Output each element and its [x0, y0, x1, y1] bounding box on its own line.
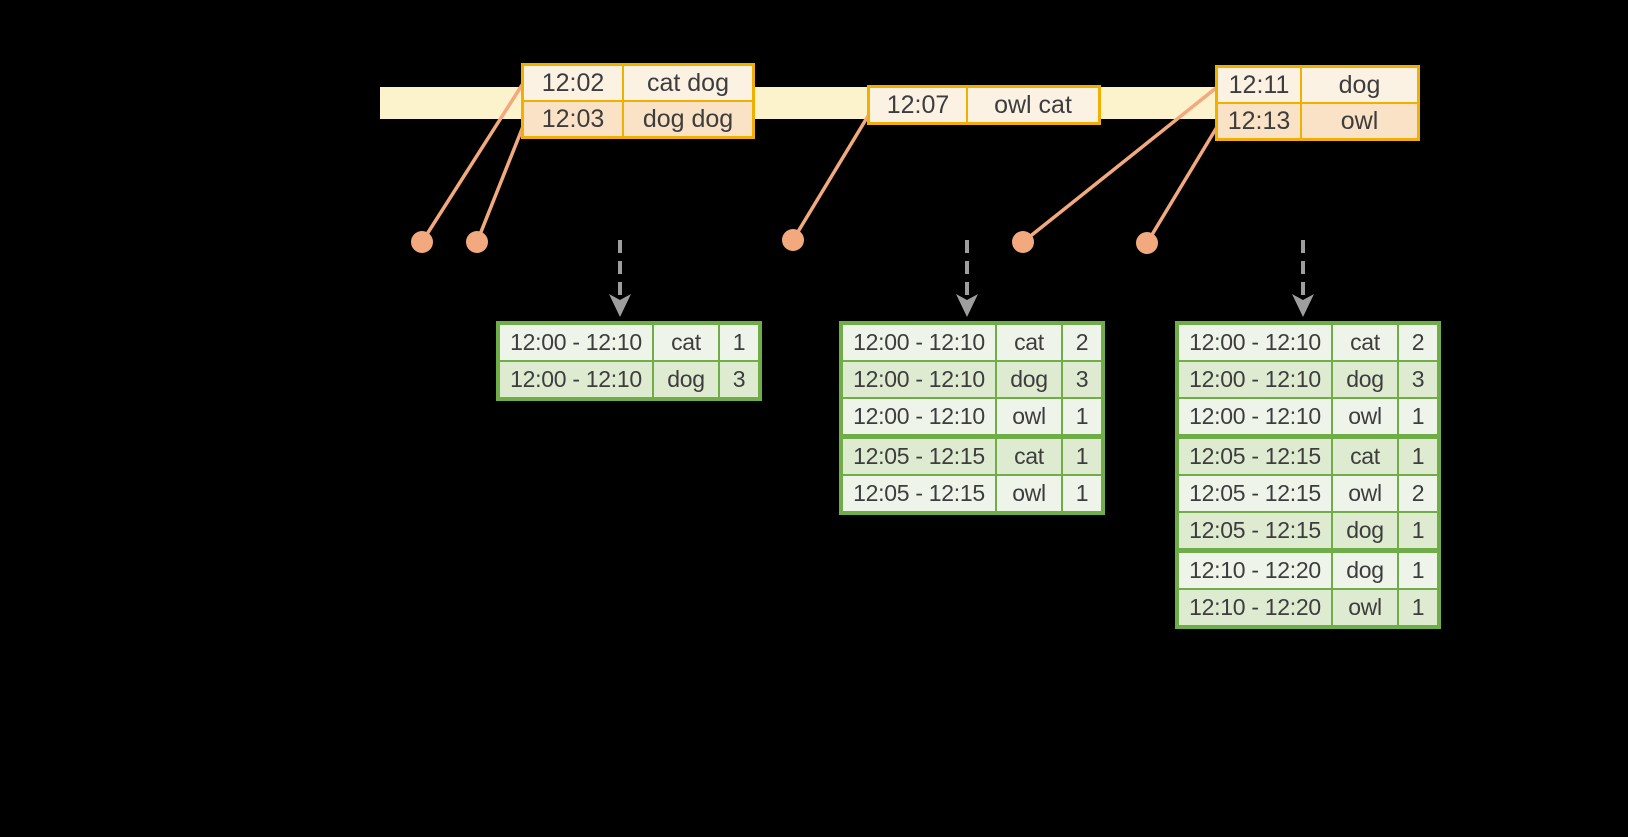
result-window-cell: 12:00 - 12:10 [497, 360, 654, 400]
event-words-cell: owl cat [966, 85, 1101, 125]
result-window-cell: 12:00 - 12:10 [1176, 397, 1333, 438]
event-row: 12:11 dog [1215, 65, 1420, 104]
result-row: 12:00 - 12:10 cat 2 [1176, 322, 1440, 362]
event-connector-line [791, 114, 870, 242]
event-dot [411, 231, 433, 253]
result-row: 12:00 - 12:10 cat 1 [497, 322, 761, 362]
result-window-cell: 12:10 - 12:20 [1176, 548, 1333, 590]
result-count-cell: 2 [1397, 322, 1440, 362]
event-dot [782, 229, 804, 251]
event-dot [1136, 232, 1158, 254]
result-word-cell: dog [995, 360, 1063, 399]
event-words-cell: dog [1300, 65, 1420, 104]
result-count-cell: 1 [1397, 397, 1440, 438]
result-window-cell: 12:00 - 12:10 [497, 322, 654, 362]
result-count-cell: 1 [1397, 548, 1440, 590]
result-word-cell: cat [995, 434, 1063, 476]
result-row: 12:00 - 12:10 dog 3 [497, 360, 761, 400]
result-row: 12:00 - 12:10 owl 1 [1176, 397, 1440, 438]
result-count-cell: 1 [1061, 434, 1104, 476]
event-row: 12:13 owl [1215, 102, 1420, 141]
result-word-cell: dog [1331, 548, 1399, 590]
event-time-cell: 12:07 [867, 85, 968, 125]
result-word-cell: cat [995, 322, 1063, 362]
result-window-cell: 12:05 - 12:15 [840, 474, 997, 514]
result-count-cell: 1 [1397, 434, 1440, 476]
result-window-cell: 12:05 - 12:15 [1176, 511, 1333, 552]
result-row: 12:00 - 12:10 dog 3 [840, 360, 1104, 399]
result-count-cell: 1 [718, 322, 761, 362]
result-window-cell: 12:00 - 12:10 [1176, 360, 1333, 399]
result-window-cell: 12:00 - 12:10 [840, 397, 997, 438]
event-time-cell: 12:03 [521, 100, 624, 139]
result-row: 12:10 - 12:20 dog 1 [1176, 548, 1440, 590]
event-connector-line [420, 83, 524, 244]
event-connector-line [1145, 125, 1219, 245]
result-count-cell: 2 [1061, 322, 1104, 362]
result-word-cell: owl [1331, 397, 1399, 438]
result-window-cell: 12:00 - 12:10 [840, 360, 997, 399]
result-word-cell: owl [1331, 588, 1399, 628]
event-words-cell: dog dog [622, 100, 755, 139]
result-row: 12:00 - 12:10 owl 1 [840, 397, 1104, 438]
result-word-cell: cat [1331, 322, 1399, 362]
window-trigger-arrowhead-icon [956, 294, 978, 317]
result-word-cell: dog [652, 360, 720, 400]
event-row: 12:07 owl cat [867, 85, 1101, 125]
result-window-cell: 12:05 - 12:15 [1176, 474, 1333, 513]
result-window-cell: 12:05 - 12:15 [840, 434, 997, 476]
event-words-cell: cat dog [622, 63, 755, 102]
event-connector-line [1021, 86, 1218, 244]
window-trigger-arrowhead-icon [1292, 294, 1314, 317]
result-count-cell: 1 [1397, 588, 1440, 628]
result-row: 12:10 - 12:20 owl 1 [1176, 588, 1440, 628]
event-time-cell: 12:02 [521, 63, 624, 102]
result-table-1: 12:00 - 12:10 cat 1 12:00 - 12:10 dog 3 [496, 321, 762, 401]
result-word-cell: cat [1331, 434, 1399, 476]
result-count-cell: 1 [1061, 397, 1104, 438]
event-dot [466, 231, 488, 253]
event-time-cell: 12:13 [1215, 102, 1302, 141]
result-row: 12:05 - 12:15 cat 1 [840, 434, 1104, 476]
result-word-cell: owl [995, 397, 1063, 438]
event-table-1: 12:02 cat dog 12:03 dog dog [521, 63, 755, 139]
result-row: 12:05 - 12:15 owl 2 [1176, 474, 1440, 513]
result-row: 12:05 - 12:15 owl 1 [840, 474, 1104, 514]
result-table-3: 12:00 - 12:10 cat 2 12:00 - 12:10 dog 3 … [1175, 321, 1441, 629]
result-window-cell: 12:05 - 12:15 [1176, 434, 1333, 476]
result-count-cell: 3 [718, 360, 761, 400]
event-table-3: 12:11 dog 12:13 owl [1215, 65, 1420, 141]
event-words-cell: owl [1300, 102, 1420, 141]
result-row: 12:05 - 12:15 cat 1 [1176, 434, 1440, 476]
result-row: 12:05 - 12:15 dog 1 [1176, 511, 1440, 552]
event-row: 12:02 cat dog [521, 63, 755, 102]
event-dot [1012, 231, 1034, 253]
event-row: 12:03 dog dog [521, 100, 755, 139]
event-table-2: 12:07 owl cat [867, 85, 1101, 125]
result-word-cell: dog [1331, 511, 1399, 552]
window-trigger-arrowhead-icon [609, 294, 631, 317]
result-table-2: 12:00 - 12:10 cat 2 12:00 - 12:10 dog 3 … [839, 321, 1105, 515]
result-window-cell: 12:00 - 12:10 [840, 322, 997, 362]
result-count-cell: 1 [1061, 474, 1104, 514]
event-time-cell: 12:11 [1215, 65, 1302, 104]
result-row: 12:00 - 12:10 cat 2 [840, 322, 1104, 362]
result-word-cell: cat [652, 322, 720, 362]
result-row: 12:00 - 12:10 dog 3 [1176, 360, 1440, 399]
result-word-cell: dog [1331, 360, 1399, 399]
result-word-cell: owl [1331, 474, 1399, 513]
event-connector-line [475, 122, 526, 244]
result-word-cell: owl [995, 474, 1063, 514]
result-count-cell: 1 [1397, 511, 1440, 552]
result-count-cell: 3 [1397, 360, 1440, 399]
result-count-cell: 2 [1397, 474, 1440, 513]
result-window-cell: 12:00 - 12:10 [1176, 322, 1333, 362]
result-window-cell: 12:10 - 12:20 [1176, 588, 1333, 628]
result-count-cell: 3 [1061, 360, 1104, 399]
